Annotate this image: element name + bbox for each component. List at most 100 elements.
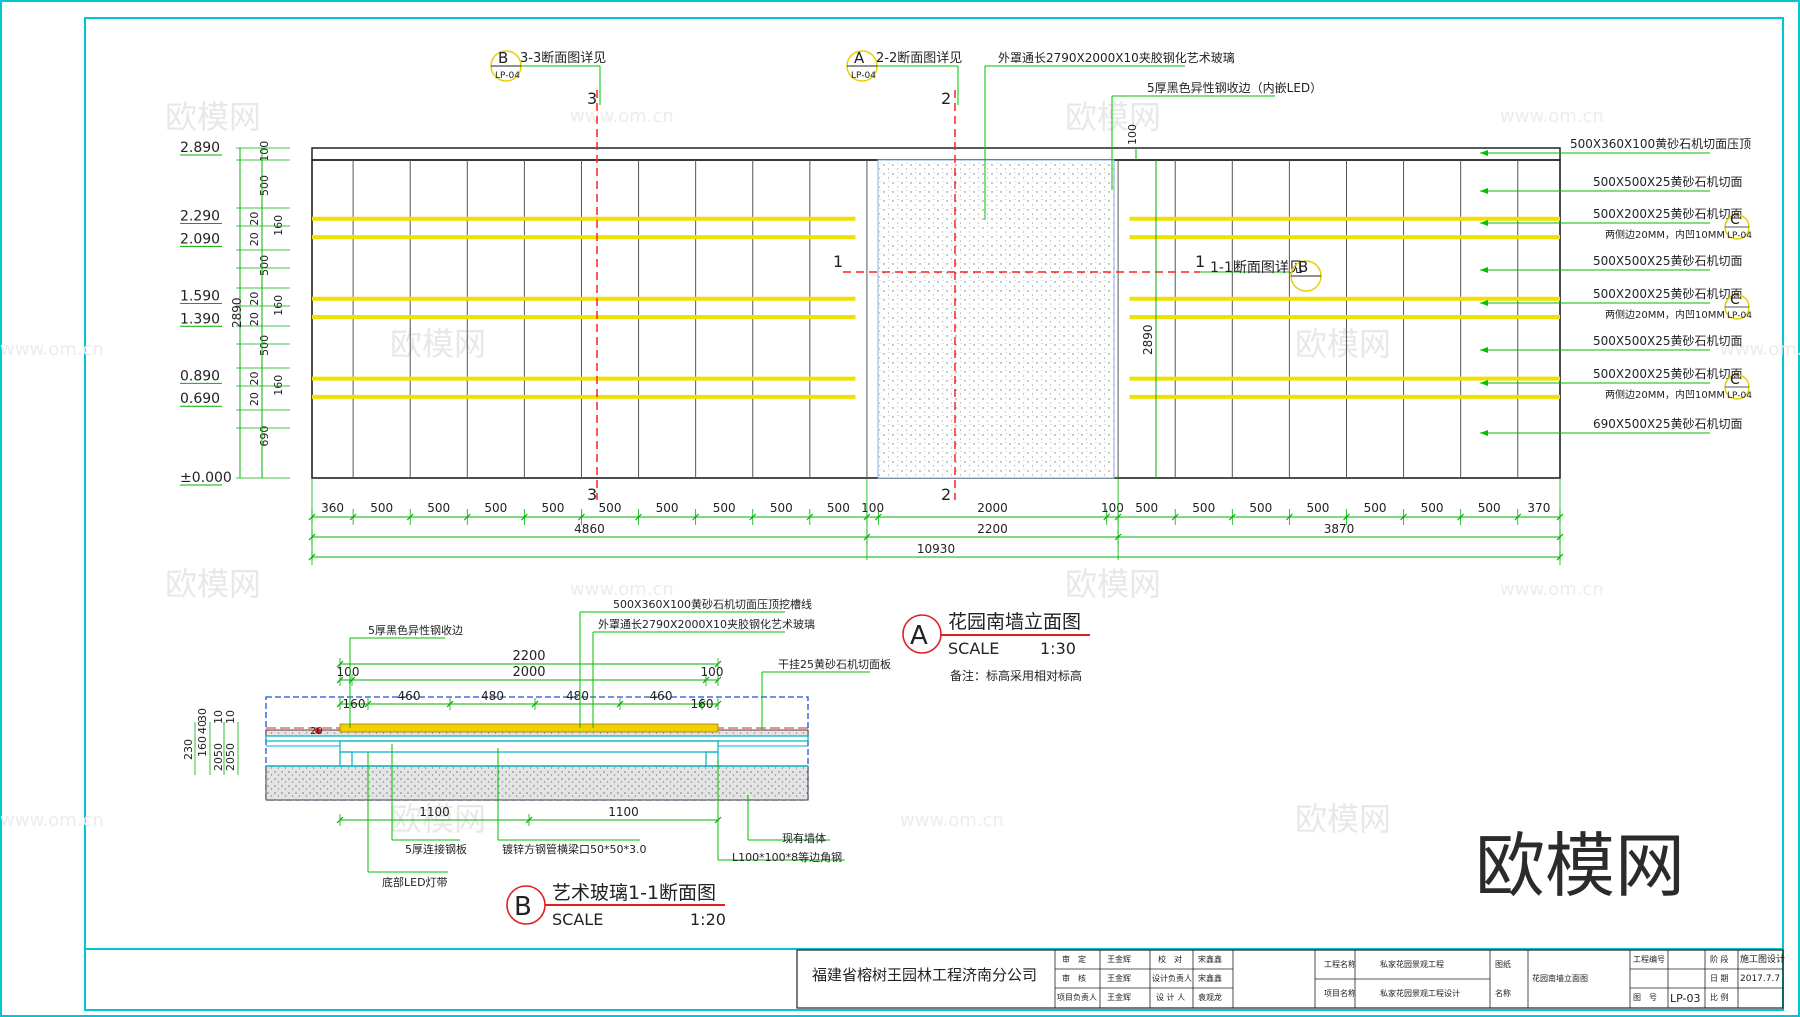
steel-beam xyxy=(339,740,719,753)
section-dim-text: 100 xyxy=(701,665,724,679)
note-edge: 5厚黑色异性钢收边（内嵌LED） xyxy=(1111,81,1322,190)
glass-band xyxy=(339,723,719,733)
note-section-led: 底部LED灯带 xyxy=(382,875,448,889)
section-dim-text: 1100 xyxy=(419,805,450,819)
watermark-url: www.om.cn xyxy=(1500,106,1604,127)
callout-text: 3-3断面图详见 xyxy=(520,51,606,66)
left-dim-text: 20 xyxy=(248,232,261,246)
callout-sheet: LP-04 xyxy=(495,71,520,81)
svg-text:艺术玻璃1-1断面图: 艺术玻璃1-1断面图 xyxy=(552,882,716,904)
callout-text: 2-2断面图详见 xyxy=(876,51,962,66)
level-mark: 1.390 xyxy=(180,311,220,327)
svg-text:日 期: 日 期 xyxy=(1710,974,1729,983)
dim-text: 500 xyxy=(770,501,793,515)
section-left-dim: 50 xyxy=(212,743,225,757)
svg-text:外罩通长2790X2000X10夹胶钢化艺术玻璃: 外罩通长2790X2000X10夹胶钢化艺术玻璃 xyxy=(998,50,1235,65)
callout-sheet: LP-04 xyxy=(851,71,876,81)
left-dim-text: 20 xyxy=(248,312,261,326)
svg-text:审 核: 审 核 xyxy=(1062,973,1086,983)
inner-frame xyxy=(84,17,1784,1011)
watermark-url: www.om.cn xyxy=(570,106,674,127)
detail-mark: C xyxy=(1730,372,1740,388)
material-label-text: 690X500X25黄砂石机切面 xyxy=(1593,417,1743,431)
note-section-cap: 500X360X100黄砂石机切面压顶挖槽线 xyxy=(613,597,812,611)
material-label-sub: 两侧边20MM，内凹10MM xyxy=(1605,308,1725,321)
overall-height-text: 2890 xyxy=(230,297,244,328)
watermark: 欧模网 xyxy=(1295,325,1391,363)
svg-text:2017.7.7: 2017.7.7 xyxy=(1740,974,1780,984)
subtotal-dim: 2200 xyxy=(977,522,1008,536)
svg-text:SCALE: SCALE xyxy=(948,639,999,658)
dim-text: 360 xyxy=(321,501,344,515)
section-left-dim: 10 xyxy=(212,710,225,724)
svg-text:王金辉: 王金辉 xyxy=(1107,992,1131,1002)
material-label-sub: 两侧边20MM，内凹10MM xyxy=(1605,228,1725,241)
watermark-url: www.om.cn xyxy=(1720,339,1800,360)
section-left-dim: 10 xyxy=(224,710,237,724)
left-dim-text: 20 xyxy=(248,292,261,306)
note-section-tube: 镀锌方钢管横梁口50*50*3.0 xyxy=(502,842,647,856)
glass-top-dim: 100 xyxy=(1126,124,1139,145)
svg-text:设 计 人: 设 计 人 xyxy=(1156,992,1185,1002)
svg-text:宋鑫鑫: 宋鑫鑫 xyxy=(1198,954,1222,964)
section-dim-text: 2000 xyxy=(512,665,545,680)
section-dim-text: 460 xyxy=(398,689,421,703)
section-dim-text: 480 xyxy=(481,689,504,703)
left-dim-text: 160 xyxy=(272,375,285,396)
material-label-text: 500X500X25黄砂石机切面 xyxy=(1593,334,1743,348)
material-label-text: 500X500X25黄砂石机切面 xyxy=(1593,254,1743,268)
left-dim-text: 690 xyxy=(258,426,271,447)
watermark: 欧模网 xyxy=(165,98,261,136)
section-left-dim: 30 xyxy=(196,708,209,722)
section-dim-text: 2200 xyxy=(512,649,545,664)
watermark-url: www.om.cn xyxy=(0,339,104,360)
svg-text:项目名称: 项目名称 xyxy=(1324,988,1356,998)
note-section-angle: L100*100*8等边角钢 xyxy=(732,850,842,864)
subtotal-dim: 3870 xyxy=(1324,522,1355,536)
svg-text:校 对: 校 对 xyxy=(1158,954,1182,964)
section-dim-text: 460 xyxy=(650,689,673,703)
note-section-edge: 5厚黑色异性钢收边 xyxy=(368,623,463,637)
svg-text:花园南墙立面图: 花园南墙立面图 xyxy=(1532,973,1588,983)
material-label: 500X500X25黄砂石机切面 xyxy=(1480,175,1743,194)
existing-wall xyxy=(265,765,809,801)
material-label-text: 500X500X25黄砂石机切面 xyxy=(1593,175,1743,189)
svg-text:阶 段: 阶 段 xyxy=(1710,954,1729,964)
svg-text:工程名称: 工程名称 xyxy=(1324,959,1356,969)
section-left-dim: 50 xyxy=(224,743,237,757)
watermark: 欧模网 xyxy=(390,800,486,838)
svg-text:A: A xyxy=(910,621,928,651)
dim-text: 500 xyxy=(1192,501,1215,515)
material-label-text: 500X200X25黄砂石机切面 xyxy=(1593,207,1743,221)
material-label-text: 500X200X25黄砂石机切面 xyxy=(1593,287,1743,301)
svg-text:1:20: 1:20 xyxy=(690,910,726,929)
svg-text:1-1断面图详见: 1-1断面图详见 xyxy=(1210,260,1303,276)
svg-text:项目负责人: 项目负责人 xyxy=(1057,992,1097,1002)
svg-text:私家花园景观工程设计: 私家花园景观工程设计 xyxy=(1380,988,1460,998)
note-section-stone: 干挂25黄砂石机切面板 xyxy=(778,657,891,671)
svg-text:私家花园景观工程: 私家花园景观工程 xyxy=(1380,959,1444,969)
detail-sheet: LP-04 xyxy=(1727,311,1752,321)
section-num-3-bottom: 3 xyxy=(587,485,597,504)
dim-text: 500 xyxy=(1421,501,1444,515)
note-glass: 外罩通长2790X2000X10夹胶钢化艺术玻璃 xyxy=(984,50,1235,220)
svg-text:袁观龙: 袁观龙 xyxy=(1198,992,1222,1002)
dim-text: 370 xyxy=(1527,501,1550,515)
detail-sheet: LP-04 xyxy=(1727,391,1752,401)
watermark: 欧模网 xyxy=(165,565,261,603)
material-label-text: 500X360X100黄砂石机切面压顶 xyxy=(1570,137,1751,151)
watermark: 欧模网 xyxy=(1295,800,1391,838)
dim-text: 500 xyxy=(599,501,622,515)
svg-text:SCALE: SCALE xyxy=(552,910,603,929)
dim-text: 500 xyxy=(370,501,393,515)
section-title: B 艺术玻璃1-1断面图 SCALE 1:20 xyxy=(506,882,726,929)
left-dim-text: 500 xyxy=(258,335,271,356)
total-dim: 10930 xyxy=(917,542,955,556)
section-dim-text: 100 xyxy=(337,665,360,679)
detail-mark: C xyxy=(1730,292,1740,308)
svg-text:比 例: 比 例 xyxy=(1710,992,1729,1002)
dim-text: 500 xyxy=(484,501,507,515)
